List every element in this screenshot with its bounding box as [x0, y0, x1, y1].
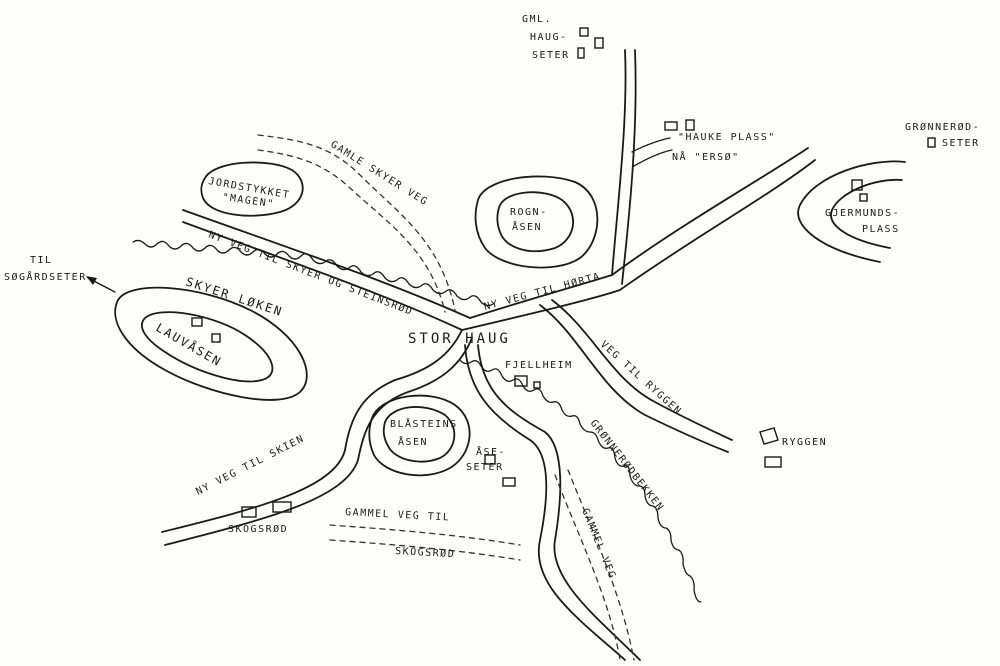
hill-blasteins-asen: [368, 394, 471, 477]
label-til-sogardseter-1: TIL: [30, 255, 53, 266]
building-grennerod-seter: [927, 137, 936, 148]
hill-gjermunds-plass: [797, 160, 906, 263]
building-fjellheim: [514, 375, 541, 389]
label-fjellheim: FJELLHEIM: [505, 360, 573, 371]
hill-jordstykket-magen: [200, 161, 304, 217]
building-ase-seter: [484, 454, 516, 487]
road-ny-veg-skien: [161, 329, 473, 546]
building-gjermunds-plass: [851, 179, 868, 202]
label-gml-haug-seter-1: GML.: [522, 14, 552, 25]
label-ase-seter-2: SETER: [466, 462, 504, 473]
label-skogsrod: SKOGSRØD: [228, 523, 288, 535]
label-rognasen-2: ÅSEN: [512, 220, 542, 233]
label-veg-til-ryggen: VEG TIL RYGGEN: [598, 339, 684, 418]
label-gml-haug-seter-2: HAUG-: [530, 32, 568, 43]
label-gjermunds-1: GJERMUNDS-: [825, 208, 900, 219]
building-lauvasen: [191, 317, 221, 343]
building-haug-seter: [577, 27, 604, 59]
hill-rognasen: [474, 175, 599, 269]
label-stor-haug: STOR HAUG: [408, 331, 511, 347]
label-rognasen-1: ROGN-: [510, 207, 548, 218]
label-blasteins-2: ÅSEN: [398, 435, 428, 448]
arrow-til-sogardseter-icon: [86, 276, 116, 293]
label-blasteins-1: BLÅSTEINS: [390, 417, 458, 430]
label-gammel-veg-skogsrod-1: GAMMEL VEG TIL: [345, 507, 451, 523]
road-veg-til-ryggen: [539, 299, 733, 453]
label-ase-seter-1: ÅSE-: [476, 445, 506, 458]
stream-skyer: [132, 239, 494, 307]
label-hauke-plass-1: "HAUKE PLASS": [678, 132, 776, 143]
label-hauke-plass-2: NÅ "ERSØ": [672, 150, 740, 163]
building-ryggen: [759, 427, 782, 468]
stream-grennerodbekken: [459, 359, 702, 603]
building-hauke-plass: [664, 119, 695, 131]
label-gamle-skyer-veg: GAMLE SKYER VEG: [328, 139, 429, 208]
label-grennerod-seter-1: GRØNNERØD-: [905, 121, 980, 133]
label-grennerod-bekken: GRØNNERØDBEKKEN: [588, 417, 667, 513]
label-gammel-veg-skogsrod-2: SKOGSRØD: [395, 545, 456, 560]
label-gjermunds-2: PLASS: [862, 224, 900, 235]
road-north-haug-seter: [611, 49, 673, 285]
label-til-sogardseter-2: SØGÅRDSETER: [4, 270, 87, 283]
road-gammel-veg-skogsrod: [329, 524, 521, 561]
road-gamle-skyer-veg: [257, 134, 456, 313]
hill-lauvasen: [114, 286, 308, 401]
road-gammel-veg: [554, 469, 635, 661]
label-ny-veg-skien: NY VEG TIL SKIEN: [194, 433, 306, 497]
building-skogsrod: [241, 501, 292, 518]
road-south: [464, 344, 641, 661]
label-lauvasen: LAUVÅSEN: [154, 320, 225, 370]
label-grennerod-seter-2: SETER: [942, 138, 980, 149]
label-gml-haug-seter-3: SETER: [532, 50, 570, 61]
road-ny-veg-skyer: [182, 209, 471, 331]
label-gammel-veg: GAMMEL VEG: [579, 507, 617, 581]
road-ny-veg-horta: [461, 147, 816, 331]
label-ryggen: RYGGEN: [782, 437, 827, 448]
label-skyer-loken: SKYER LØKEN: [184, 275, 285, 320]
